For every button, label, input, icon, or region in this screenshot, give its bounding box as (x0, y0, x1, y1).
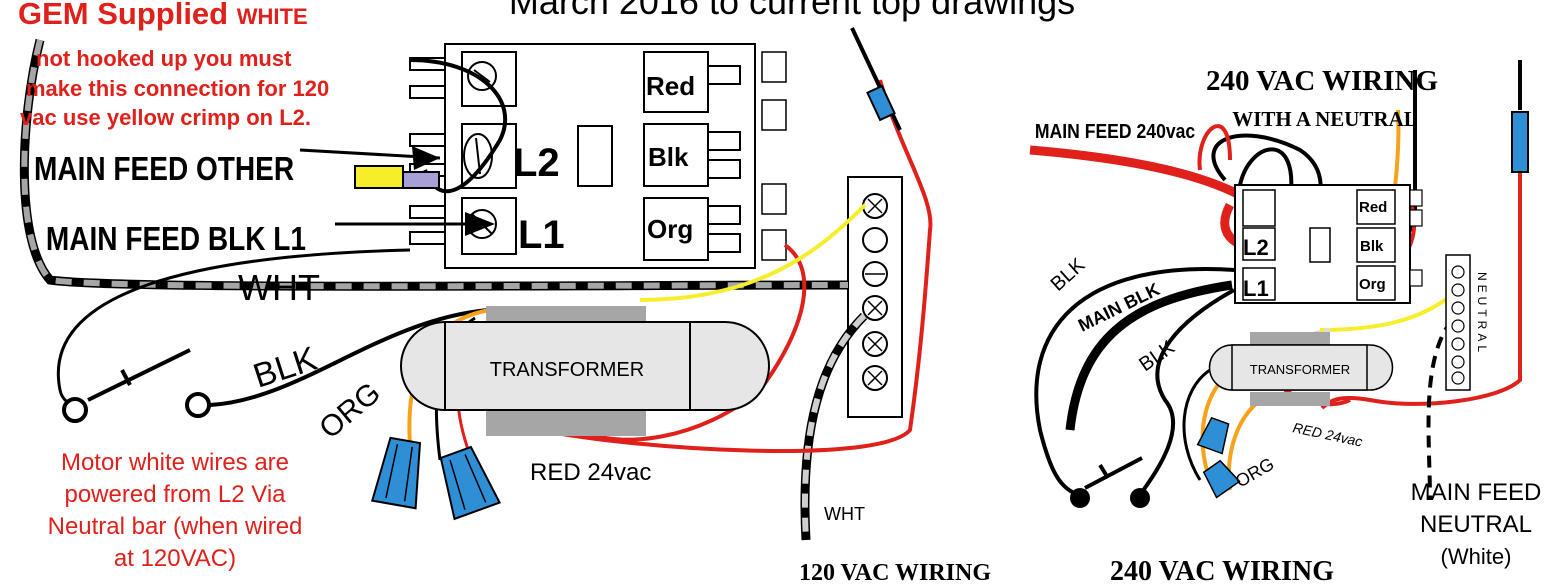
neutral-vertical-label: NEUTRAL (1475, 272, 1489, 356)
caption-120vac: 120 VAC WIRING (799, 560, 991, 584)
terminal-red-right-label: Red (1359, 199, 1387, 216)
main-feed-neutral-1: MAIN FEED (1411, 479, 1542, 506)
motor-note-4: at 120VAC) (114, 545, 236, 572)
wht-label: WHT (238, 267, 320, 308)
motor-note-2: powered from L2 Via (64, 481, 286, 508)
motor-note-3: Neutral bar (when wired (48, 513, 303, 540)
main-feed-neutral-2: NEUTRAL (1420, 511, 1532, 538)
wire-nut-right-1 (1196, 416, 1230, 455)
red-24vac-right-label: RED 24vac (1291, 419, 1364, 449)
blk-upper-label: BLK (1047, 254, 1090, 296)
terminal-blk-label: Blk (648, 142, 689, 172)
wht-bottom-label: WHT (824, 504, 865, 524)
wire-nut-left-1 (370, 436, 422, 510)
neutral-bar-right (1445, 254, 1471, 391)
terminal-l1-label: L1 (518, 213, 565, 257)
transformer-right (1208, 332, 1394, 406)
contactor-left (409, 43, 787, 269)
caption-240vac: 240 VAC WIRING (1110, 556, 1334, 584)
yellow-crimp (354, 165, 440, 189)
transformer-left (400, 306, 770, 436)
terminal-org-label: Org (647, 214, 693, 244)
svg-text:NEUTRAL: NEUTRAL (1475, 272, 1489, 356)
terminal-blk-right-label: Blk (1360, 238, 1384, 255)
blk-label: BLK (249, 340, 322, 396)
right-title: 240 VAC WIRING (1206, 65, 1438, 97)
terminal-l1-right-label: L1 (1243, 276, 1269, 301)
terminal-red-label: Red (646, 71, 695, 101)
note-line-3: vac use yellow crimp on L2. (20, 105, 311, 130)
fuse-right (1511, 111, 1529, 173)
terminal-l2-label: L2 (513, 141, 560, 185)
main-feed-other-label: MAIN FEED OTHER (34, 151, 294, 188)
main-feed-neutral-3: (White) (1441, 544, 1512, 569)
org-right-label: ORG (1232, 454, 1278, 492)
transformer-left-label: TRANSFORMER (490, 359, 644, 381)
contactor-right (1234, 184, 1423, 304)
transformer-right-label: TRANSFORMER (1250, 362, 1350, 377)
org-label: ORG (313, 376, 387, 445)
neutral-bar-left (847, 176, 903, 418)
note-line-2: make this connection for 120 (26, 76, 329, 101)
right-subtitle: WITH A NEUTRAL (1232, 107, 1418, 131)
page-title: March 2016 to current top drawings (509, 0, 1075, 22)
wire-nut-left-2 (439, 445, 502, 521)
motor-note-1: Motor white wires are (61, 449, 289, 476)
main-feed-240-label: MAIN FEED 240vac (1035, 120, 1195, 142)
red-24vac-label: RED 24vac (530, 459, 651, 486)
note-line-1: not hooked up you must (36, 46, 292, 71)
wire-nut-right-2 (1202, 459, 1241, 499)
gem-supplied-title: GEM Supplied WHITE (18, 0, 308, 31)
terminal-org-right-label: Org (1359, 276, 1386, 293)
main-feed-blk-l1-label: MAIN FEED BLK L1 (46, 221, 306, 258)
terminal-l2-right-label: L2 (1243, 235, 1269, 260)
